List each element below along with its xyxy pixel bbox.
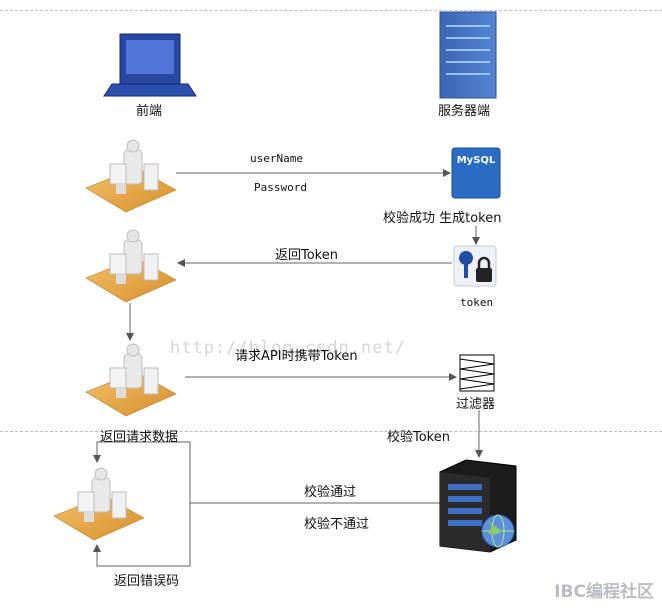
request-with-token-label: 请求API时携带Token: [235, 349, 358, 364]
user-workstation-icon: [85, 229, 177, 303]
return-error-label: 返回错误码: [114, 574, 180, 589]
key-lock-icon: [453, 245, 497, 287]
monitor-icon: [103, 33, 197, 97]
verify-fail-label: 校验不通过: [304, 517, 370, 532]
user-workstation-icon: [85, 139, 177, 213]
top-dashed-line: [0, 10, 662, 11]
verify-token-label: 校验Token: [387, 430, 450, 445]
filter-icon: [459, 354, 495, 392]
watermark: http://blog.csdn.net/: [170, 338, 406, 358]
server-rack-icon: [439, 11, 497, 99]
return-token-label: 返回Token: [275, 248, 338, 263]
mysql-label: MySQL: [457, 155, 496, 166]
mysql-icon: [451, 147, 501, 199]
user-workstation-icon: [53, 467, 145, 541]
brand-watermark: IBC编程社区: [554, 582, 654, 602]
filter-label: 过滤器: [456, 397, 496, 412]
verify-pass-label: 校验通过: [304, 485, 357, 500]
user-workstation-icon: [85, 343, 177, 417]
verify-generate-label: 校验成功 生成token: [383, 211, 502, 226]
middle-dashed-line: [0, 431, 662, 432]
username-label: userName: [250, 152, 303, 165]
frontend-label: 前端: [136, 104, 163, 119]
server-globe-icon: [439, 459, 517, 553]
arrow-return-data: [93, 441, 191, 503]
server-label: 服务器端: [438, 104, 491, 119]
arrow-return-error: [93, 503, 191, 567]
password-label: Password: [254, 181, 307, 194]
return-data-label: 返回请求数据: [100, 430, 179, 445]
token-label: token: [460, 296, 494, 309]
